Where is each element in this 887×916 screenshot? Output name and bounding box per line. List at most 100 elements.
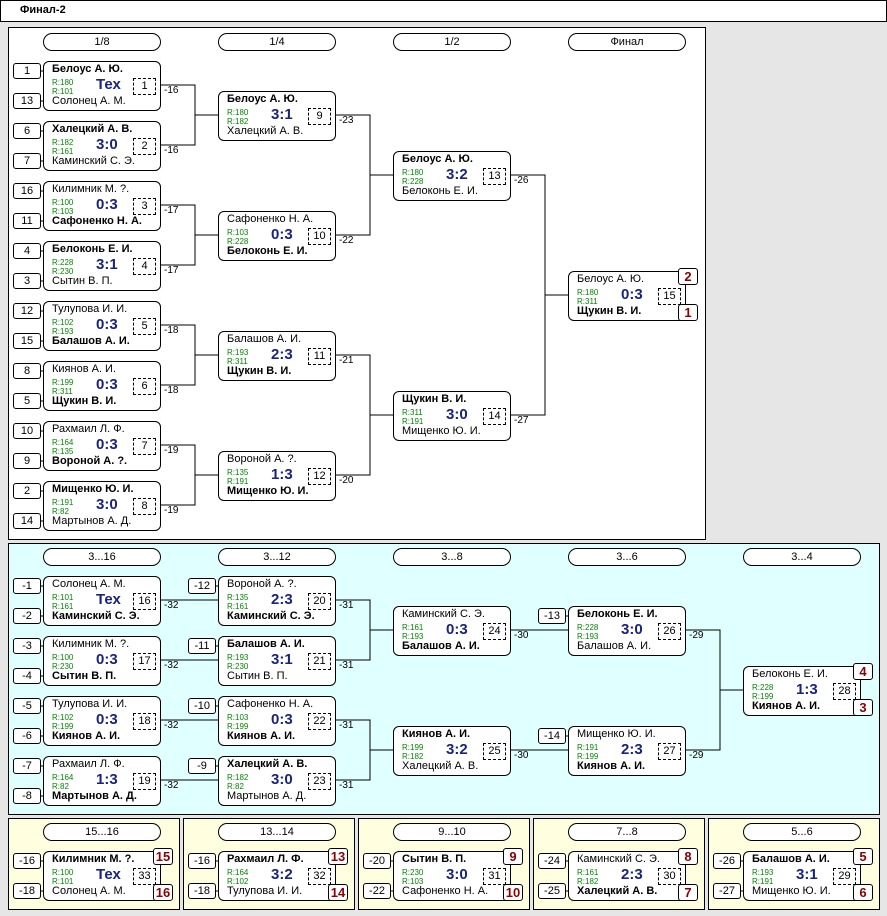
player-bottom-name: Солонец А. М. (52, 95, 126, 107)
player-bottom-name: Мартынов А. Д. (52, 515, 132, 527)
window-titlebar: Финал-2 (0, 0, 887, 22)
player-bottom-name: Киянов А. И. (52, 730, 121, 742)
match-number: 19 (133, 773, 156, 790)
player-top-name: Халецкий А. В. (227, 758, 308, 770)
match-score: 2:3 (271, 591, 293, 608)
player-top-name: Солонец А. М. (52, 578, 126, 590)
player-top-rating: R:164 (52, 773, 74, 782)
seed-number: 7 (13, 153, 41, 169)
match-score: 0:3 (96, 196, 118, 213)
player-bottom-rating: R:230 (227, 662, 249, 671)
player-top-rating: R:100 (52, 653, 74, 662)
player-bottom-rating: R:103 (402, 877, 424, 886)
player-top-name: Сафоненко Н. А. (227, 213, 314, 225)
loser-destination-label: -18 (164, 325, 179, 336)
player-top-rating: R:180 (227, 108, 249, 117)
player-bottom-name: Белоконь Е. И. (402, 185, 478, 197)
seed-number: -16 (188, 853, 216, 869)
player-bottom-name: Сытин В. П. (52, 670, 117, 682)
player-top-rating: R:180 (402, 168, 424, 177)
place-badge-top: 15 (153, 848, 173, 865)
loser-destination-label: -17 (164, 265, 179, 276)
player-top-rating: R:182 (52, 138, 74, 147)
seed-number: 1 (13, 63, 41, 79)
match-score: 2:3 (271, 346, 293, 363)
player-top-rating: R:135 (227, 593, 249, 602)
match-number: 4 (133, 258, 156, 275)
seed-number: -26 (713, 853, 741, 869)
match-number: 2 (133, 138, 156, 155)
round-header: 3...16 (43, 548, 161, 566)
match-score: 3:1 (796, 866, 818, 883)
match-number: 23 (308, 773, 331, 790)
player-top-rating: R:193 (227, 348, 249, 357)
player-bottom-rating: R:161 (227, 602, 249, 611)
player-top-rating: R:193 (752, 868, 774, 877)
loser-destination-label: -31 (339, 600, 354, 611)
player-bottom-name: Мищенко Ю. И. (402, 425, 481, 437)
player-bottom-name: Тулупова И. И. (227, 885, 303, 897)
loser-destination-label: -31 (339, 720, 354, 731)
seed-number: -13 (538, 608, 566, 624)
bracket-join (684, 629, 721, 751)
round-header: 1/2 (393, 33, 511, 51)
seed-number: -1 (13, 578, 41, 594)
match-number: 18 (133, 713, 156, 730)
player-top-rating: R:311 (402, 408, 423, 417)
player-bottom-rating: R:82 (52, 782, 69, 791)
match-score: 3:2 (446, 741, 468, 758)
seed-number: -3 (13, 638, 41, 654)
player-top-name: Рахмаил Л. Ф. (227, 853, 304, 865)
player-bottom-rating: R:199 (577, 752, 599, 761)
match-score: 3:2 (271, 866, 293, 883)
seed-number: -16 (13, 853, 41, 869)
match-score: 0:3 (271, 226, 293, 243)
player-bottom-rating: R:103 (52, 207, 74, 216)
player-top-name: Белоус А. Ю. (402, 153, 473, 165)
player-bottom-name: Белоконь Е. И. (227, 245, 308, 257)
loser-destination-label: -30 (514, 630, 529, 641)
player-top-rating: R:103 (227, 228, 249, 237)
player-top-rating: R:161 (577, 868, 599, 877)
player-top-name: Киянов А. И. (52, 363, 117, 375)
player-bottom-name: Каминский С. Э. (227, 610, 315, 622)
seed-number: -2 (13, 608, 41, 624)
round-header: 3...8 (393, 548, 511, 566)
seed-number: 2 (13, 483, 41, 499)
player-top-rating: R:199 (52, 378, 74, 387)
